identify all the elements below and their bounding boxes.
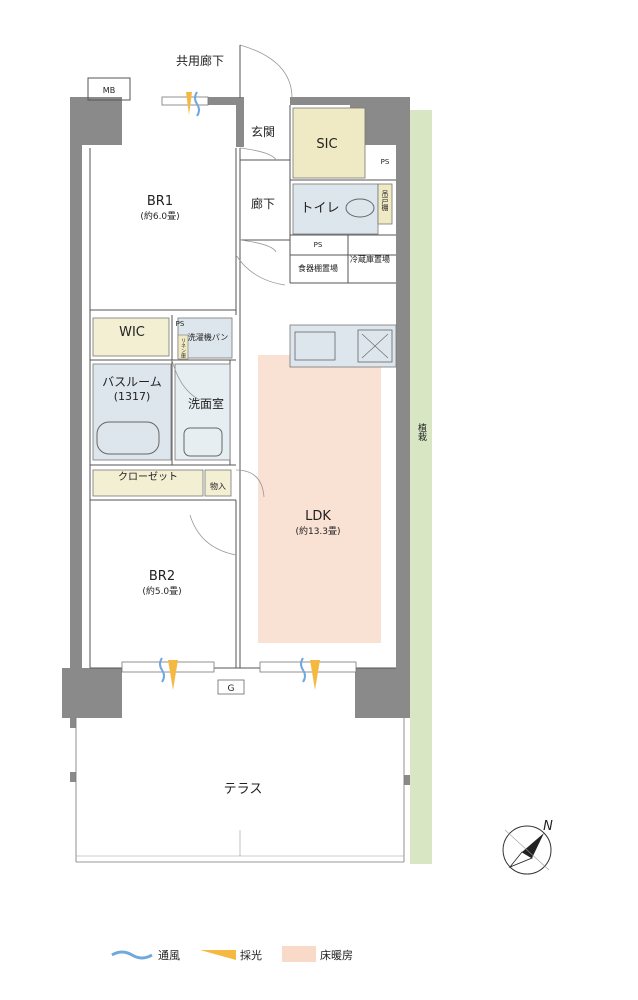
washer-label: 洗濯機パン [188, 332, 228, 342]
windows [121, 96, 357, 673]
exterior-walls [62, 97, 410, 785]
fridge-label: 冷蔵庫置場 [350, 254, 390, 264]
door-swings [171, 147, 286, 556]
ps-label-1: PS [381, 158, 390, 166]
storage-label: 物入 [210, 481, 226, 491]
closet-area [92, 469, 204, 497]
common-corridor-label: 共用廊下 [176, 53, 224, 68]
pantry-label: 食器棚置場 [298, 263, 338, 273]
wic-label: WIC [119, 325, 145, 340]
linen-label: リネン庫 [180, 338, 186, 359]
legend-floor-heating-label: 床暖房 [320, 948, 353, 962]
planting-label: 植栽 [416, 422, 427, 441]
br1-label: BR1 [147, 194, 173, 209]
entrance-label: 玄関 [251, 124, 275, 139]
mb-box [87, 77, 131, 101]
ldk-size-label: (約13.3畳) [295, 525, 340, 537]
sic-label: SIC [316, 137, 337, 152]
g-box [217, 679, 245, 695]
toilet-area [292, 183, 379, 235]
floor-heating-zone [258, 355, 381, 643]
washroom-label: 洗面室 [188, 396, 224, 411]
ldk-label: LDK [305, 509, 331, 524]
legend-daylight-icon [200, 950, 236, 960]
br1-size-label: (約6.0畳) [140, 210, 179, 222]
toilet-label: トイレ [300, 201, 339, 216]
br2-label: BR2 [149, 569, 175, 584]
hanging-shelf-label: 吊戸棚 [381, 190, 389, 212]
daylight-marks [168, 92, 320, 690]
bath-area [92, 363, 172, 461]
linen-area [177, 334, 189, 360]
sic-area [292, 107, 366, 179]
ps-label-2: PS [314, 241, 323, 249]
legend-daylight-label: 採光 [240, 948, 262, 962]
g-label: G [228, 684, 235, 694]
wic-area [92, 317, 170, 357]
kitchen-counter [289, 324, 397, 368]
mb-label: MB [103, 86, 115, 95]
bath-label: バスルーム [102, 375, 162, 389]
terrace-outline [75, 718, 405, 863]
sink-icon [294, 331, 336, 361]
wash-basin-icon [183, 427, 223, 457]
terrace-label: テラス [224, 782, 263, 797]
bathtub-icon [96, 421, 160, 455]
closet-label: クローゼット [118, 471, 178, 483]
compass-icon [502, 825, 552, 875]
entrance-door-swing [239, 44, 293, 99]
hanging-shelf-area [377, 183, 393, 225]
bath-size-label: (1317) [114, 390, 151, 403]
planting-strip [410, 110, 432, 864]
toilet-bowl-icon [345, 198, 375, 218]
ps-label-3: PS [176, 320, 185, 328]
br2-size-label: (約5.0畳) [142, 585, 181, 597]
compass-north-label: N [543, 819, 553, 834]
storage-area [204, 469, 232, 497]
ventilation-marks [159, 91, 306, 683]
hallway-label: 廊下 [251, 196, 275, 211]
legend-ventilation-icon [111, 950, 153, 960]
legend-ventilation-label: 通風 [158, 949, 180, 962]
legend-floor-heating-icon [282, 946, 316, 962]
stove-icon [357, 329, 393, 363]
legend: 通風 採光 床暖房 [111, 946, 353, 962]
